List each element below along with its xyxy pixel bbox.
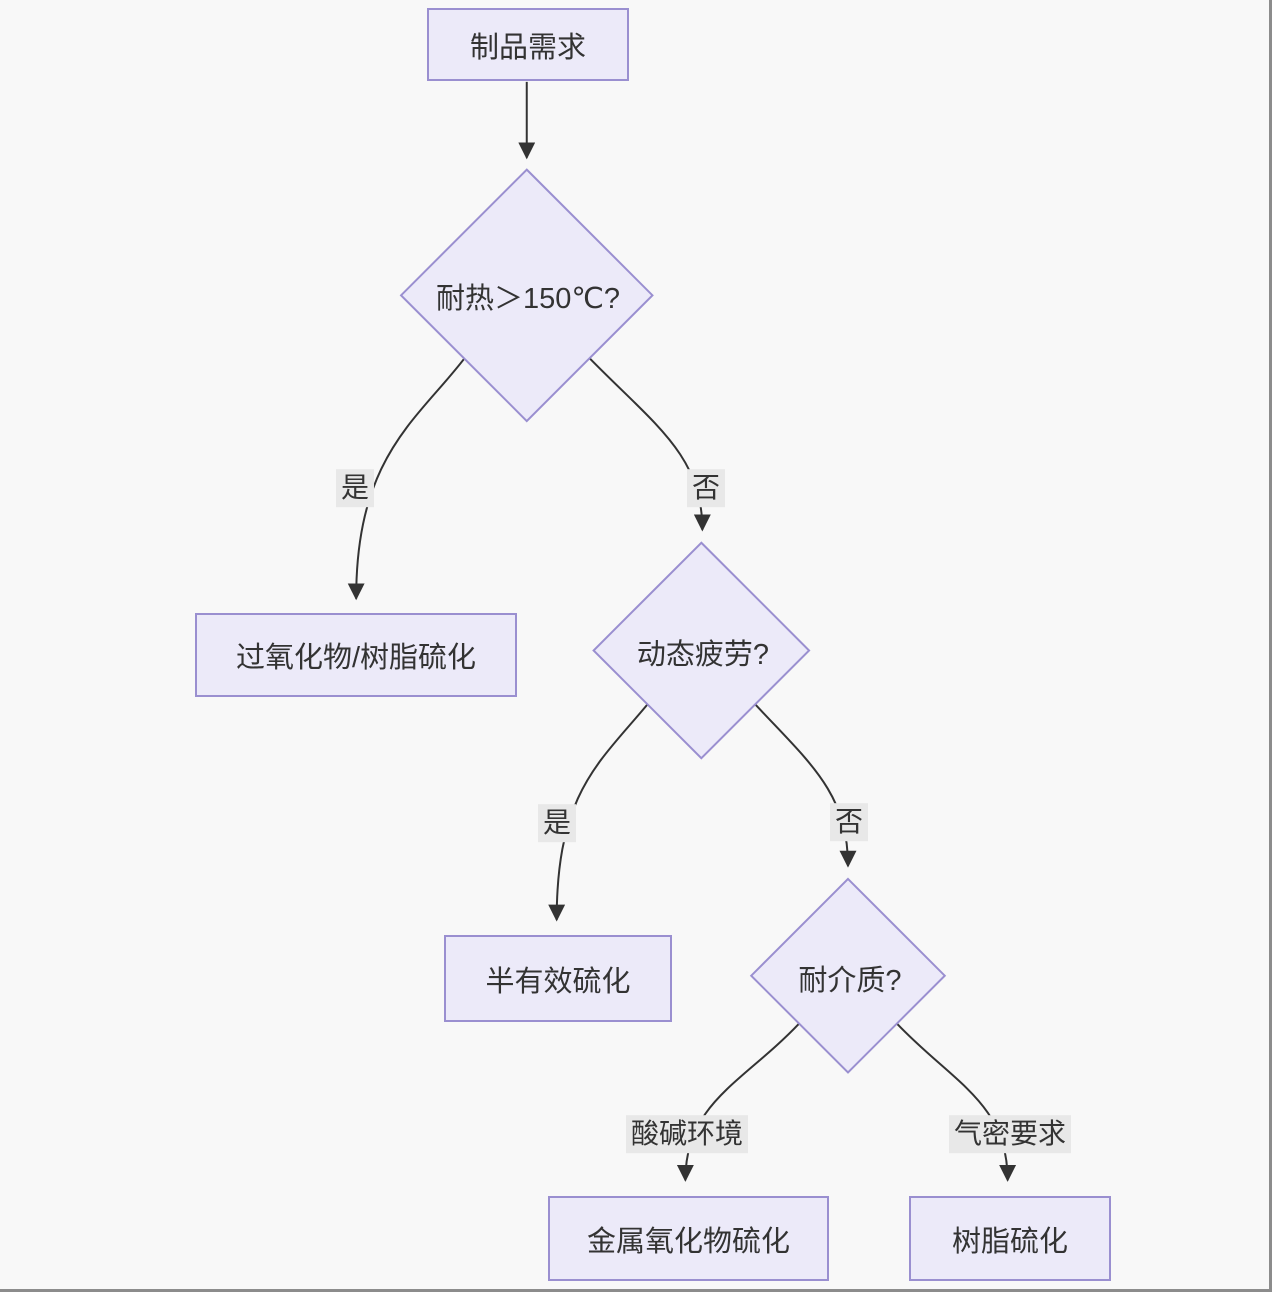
edge-media-acid [676,1022,800,1182]
decision-media-resistance-shape [749,877,947,1074]
edge-heat-yes [347,354,468,601]
node-metal-oxide-cure-label: 金属氧化物硫化 [586,1225,790,1258]
edge-heat-no [585,354,711,532]
decision-dynamic-fatigue-label: 动态疲劳? [636,639,770,671]
node-semi-efficient-cure-label: 半有效硫化 [485,965,631,998]
decision-media-resistance-label: 耐介质? [798,965,902,997]
decision-dynamic-fatigue-shape [592,541,811,760]
node-resin-cure-label: 树脂硫化 [951,1225,1068,1258]
node-peroxide-resin-cure-label: 过氧化物/树脂硫化 [235,642,477,674]
node-product-requirement: 制品需求 [427,8,629,81]
edge-label-media-acid: 酸碱环境 [625,1115,749,1153]
edge-label-fatigue-no: 否 [829,803,869,841]
edge-fatigue-no [754,703,857,868]
edge-label-media-airtight: 气密要求 [948,1115,1072,1153]
edge-media-airtight [896,1022,1017,1182]
node-peroxide-resin-cure: 过氧化物/树脂硫化 [195,613,517,697]
node-resin-cure: 树脂硫化 [909,1196,1111,1281]
edge-label-heat-yes: 是 [335,469,375,507]
edge-fatigue-yes [548,703,649,922]
node-product-requirement-label: 制品需求 [469,31,586,64]
decision-heat-resistance-shape [399,168,654,423]
edge-label-fatigue-yes: 是 [537,804,577,842]
edge-label-heat-no: 否 [686,469,726,507]
node-metal-oxide-cure: 金属氧化物硫化 [548,1196,829,1281]
decision-heat-resistance-label: 耐热＞150℃? [435,283,621,315]
node-semi-efficient-cure: 半有效硫化 [444,935,672,1022]
